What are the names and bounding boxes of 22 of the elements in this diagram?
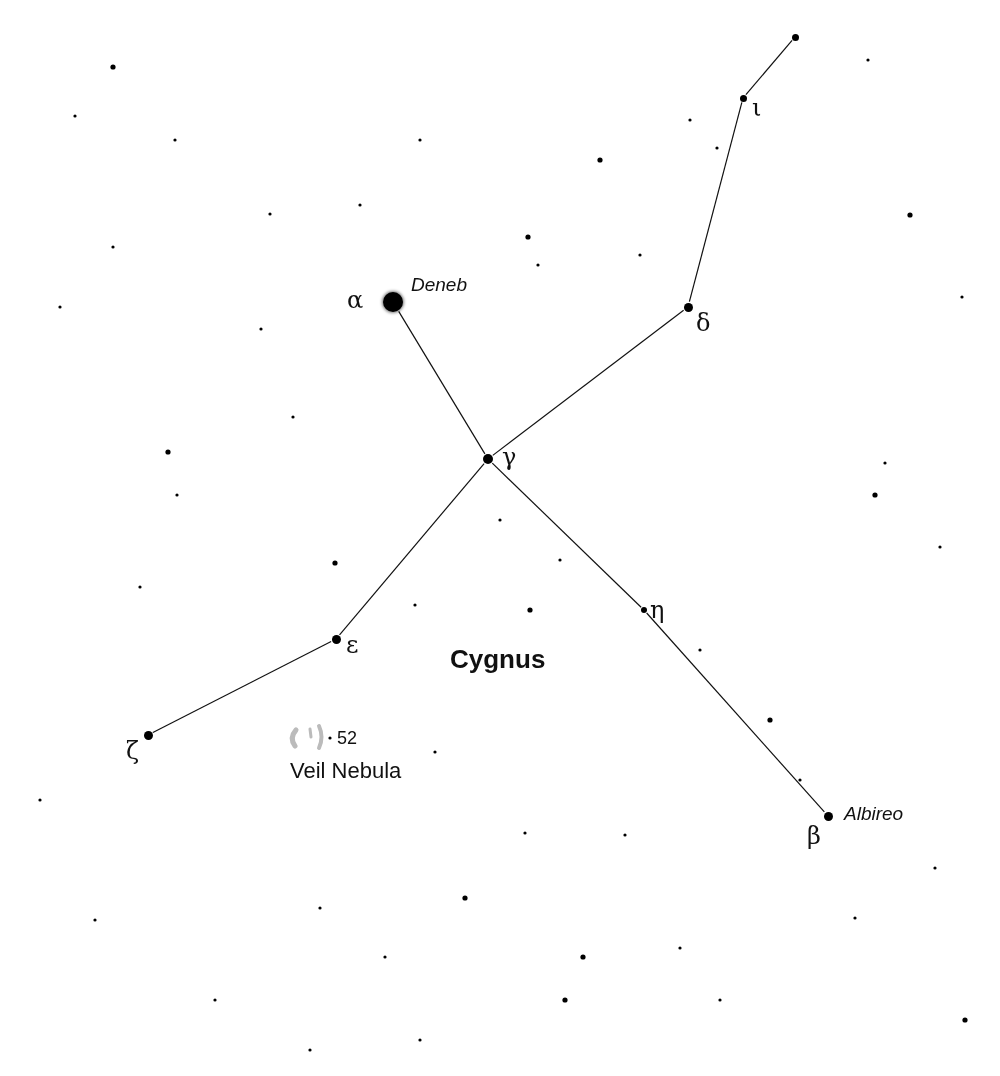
star-letter: η [650, 598, 665, 622]
constellation-line [491, 462, 642, 608]
constellation-line [688, 101, 743, 303]
star-letter: α [347, 288, 364, 312]
star-dot [791, 33, 799, 41]
constellation-name: Cygnus [450, 646, 546, 672]
constellation-line [398, 310, 486, 455]
constellation-line [492, 309, 685, 456]
star-letter: ζ [126, 739, 139, 763]
constellation-line [152, 640, 332, 734]
constellation-line [745, 39, 793, 96]
star-letter: ι [752, 96, 762, 120]
nebula-name: Veil Nebula [290, 760, 402, 782]
star-name: Deneb [411, 275, 467, 294]
star-letter: γ [502, 445, 517, 469]
star-letter: δ [696, 311, 711, 335]
constellation-line [646, 612, 825, 813]
star-name: Albireo [844, 804, 904, 823]
constellation-line [338, 462, 485, 636]
star-letter: β [807, 824, 821, 848]
star-letter: ε [346, 633, 359, 657]
star-number: 52 [337, 729, 358, 747]
